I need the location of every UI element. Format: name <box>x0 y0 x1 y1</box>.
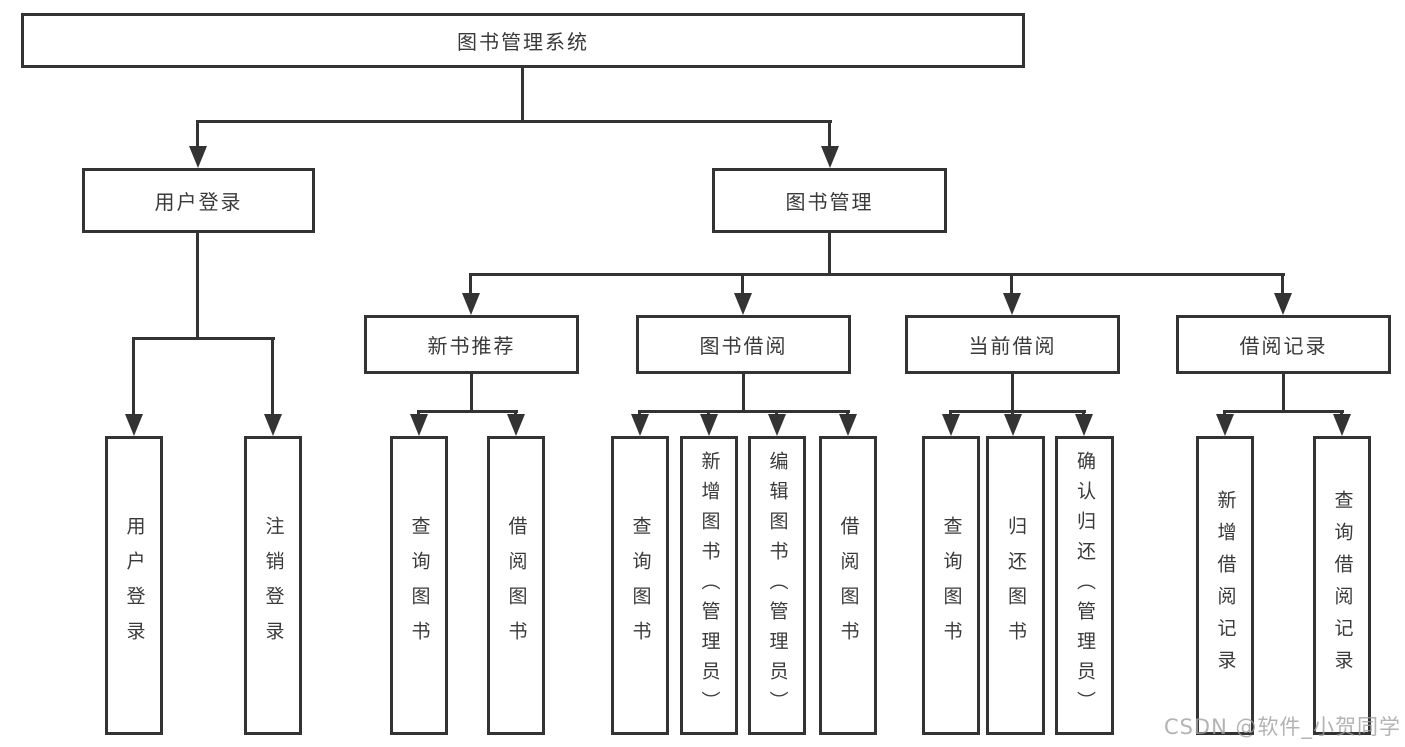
arrowhead <box>942 414 960 436</box>
connector-line <box>469 273 472 297</box>
connector-line <box>1281 273 1284 297</box>
connector-line <box>470 374 473 413</box>
leaf-user-login-label: 用户登录 <box>123 515 146 656</box>
leaf-add-books-admin: 新增图书（管理员） <box>680 436 738 735</box>
node-new-book-recommend: 新书推荐 <box>364 315 579 374</box>
connector-line <box>742 374 745 413</box>
arrowhead <box>1003 293 1021 315</box>
csdn-watermark: CSDN @软件_小贺同学 <box>1163 715 1401 739</box>
arrowhead <box>734 293 752 315</box>
connector-line <box>196 233 199 340</box>
leaf-logout-label: 注销登录 <box>262 515 285 656</box>
connector-line <box>828 120 831 150</box>
arrowhead <box>631 414 649 436</box>
leaf-borrow-books-label: 借阅图书 <box>837 515 860 656</box>
connector-line <box>949 410 1086 413</box>
leaf-borrow-books: 借阅图书 <box>819 436 877 735</box>
arrowhead <box>189 146 207 168</box>
node-user-login: 用户登录 <box>82 168 315 233</box>
connector-line <box>133 337 275 340</box>
connector-line <box>417 410 518 413</box>
arrowhead <box>821 146 839 168</box>
arrowhead <box>1333 414 1351 436</box>
connector-line <box>828 233 831 276</box>
leaf-recommend-query-books: 查询图书 <box>390 436 448 735</box>
connector-line <box>271 337 274 417</box>
node-current-borrow: 当前借阅 <box>905 315 1120 374</box>
node-root-label: 图书管理系统 <box>457 30 589 54</box>
node-book-borrow-label: 图书借阅 <box>699 334 788 358</box>
arrowhead <box>1274 293 1292 315</box>
arrowhead <box>1216 414 1234 436</box>
leaf-confirm-return-admin: 确认归还（管理员） <box>1055 436 1114 735</box>
arrowhead <box>1004 414 1022 436</box>
leaf-recommend-borrow-books-label: 借阅图书 <box>505 515 528 656</box>
connector-line <box>521 68 524 123</box>
node-book-management: 图书管理 <box>712 168 947 233</box>
leaf-query-borrow-record: 查询借阅记录 <box>1313 436 1371 735</box>
node-user-login-label: 用户登录 <box>154 190 243 214</box>
connector-line <box>741 273 744 297</box>
leaf-recommend-query-books-label: 查询图书 <box>408 515 431 656</box>
leaf-return-books-label: 归还图书 <box>1005 515 1027 656</box>
connector-line <box>1223 410 1344 413</box>
leaf-logout: 注销登录 <box>244 436 302 735</box>
leaf-return-books: 归还图书 <box>986 436 1045 735</box>
node-book-borrow: 图书借阅 <box>636 315 851 374</box>
arrowhead <box>507 414 525 436</box>
leaf-edit-books-admin: 编辑图书（管理员） <box>748 436 806 735</box>
connector-line <box>638 410 850 413</box>
arrowhead <box>410 414 428 436</box>
arrowhead <box>125 414 143 436</box>
node-book-management-label: 图书管理 <box>785 190 874 214</box>
leaf-recommend-borrow-books: 借阅图书 <box>487 436 545 735</box>
connector-line <box>196 120 832 123</box>
connector-line <box>196 120 199 150</box>
connector-line <box>132 337 135 417</box>
node-current-borrow-label: 当前借阅 <box>968 334 1057 358</box>
leaf-confirm-return-admin-label: 确认归还（管理员） <box>1074 450 1096 721</box>
leaf-current-query-books-label: 查询图书 <box>940 515 963 656</box>
connector-line <box>1282 374 1285 413</box>
leaf-borrow-query-books-label: 查询图书 <box>629 515 652 656</box>
leaf-edit-books-admin-label: 编辑图书（管理员） <box>766 450 789 721</box>
node-new-book-recommend-label: 新书推荐 <box>427 334 516 358</box>
arrowhead <box>768 414 786 436</box>
leaf-add-books-admin-label: 新增图书（管理员） <box>698 450 721 721</box>
arrowhead <box>1075 414 1093 436</box>
node-borrow-records-label: 借阅记录 <box>1239 334 1328 358</box>
leaf-add-borrow-record-label: 新增借阅记录 <box>1214 489 1237 682</box>
arrowhead <box>264 414 282 436</box>
connector-line <box>470 273 1285 276</box>
arrowhead <box>462 293 480 315</box>
connector-line <box>1011 374 1014 413</box>
leaf-borrow-query-books: 查询图书 <box>611 436 669 735</box>
leaf-query-borrow-record-label: 查询借阅记录 <box>1331 489 1354 682</box>
connector-line <box>1010 273 1013 297</box>
arrowhead <box>839 414 857 436</box>
node-borrow-records: 借阅记录 <box>1176 315 1391 374</box>
leaf-add-borrow-record: 新增借阅记录 <box>1196 436 1254 735</box>
leaf-user-login: 用户登录 <box>105 436 163 735</box>
node-root: 图书管理系统 <box>21 13 1025 68</box>
arrowhead <box>700 414 718 436</box>
leaf-current-query-books: 查询图书 <box>922 436 980 735</box>
